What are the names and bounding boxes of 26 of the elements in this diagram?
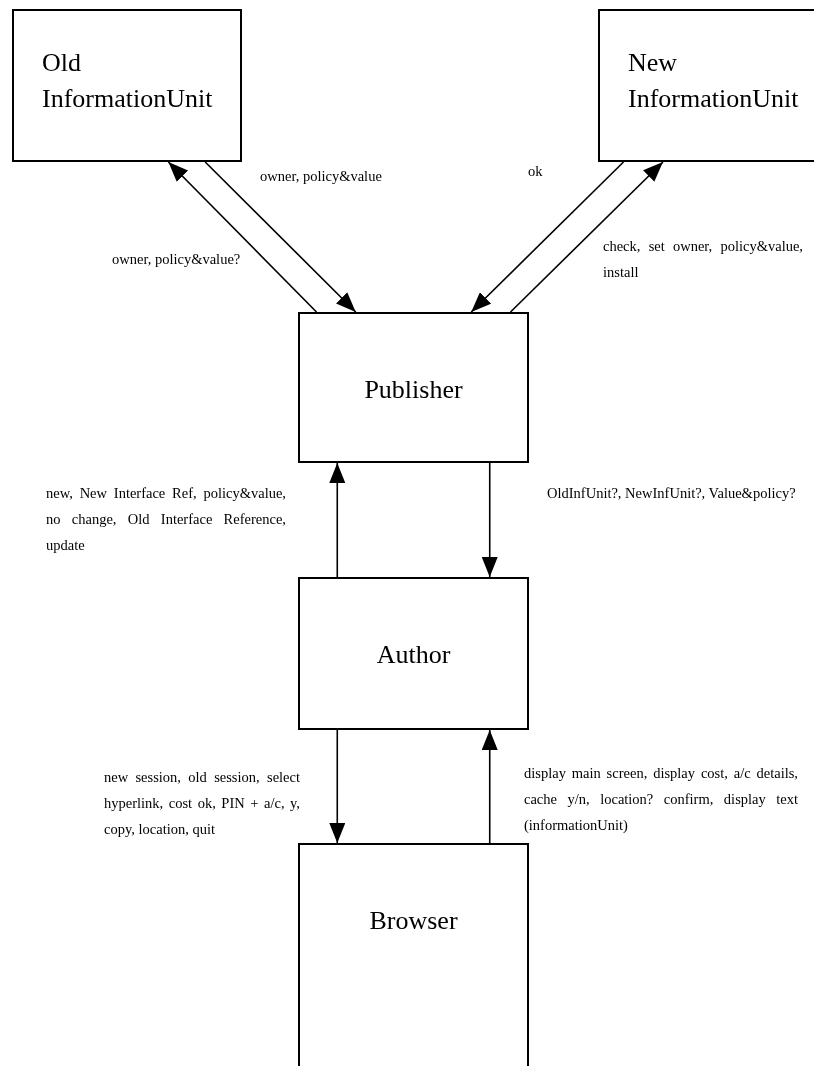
process-box	[298, 577, 529, 730]
edge-label: new session, old session, select hyperlink, cost ok, PIN + a/c, y, copy, location, quit	[104, 768, 300, 839]
arrow	[470, 161, 625, 313]
box-label: Publisher	[364, 374, 463, 406]
edge-label: ok	[528, 162, 544, 181]
box-label: New InformationUnit	[628, 47, 800, 115]
arrow	[329, 462, 346, 578]
box-label: Browser	[369, 905, 458, 937]
box-label: Author	[376, 639, 451, 671]
edge-label: check, set owner, policy&value, install	[603, 237, 803, 282]
arrow	[481, 462, 498, 578]
edge-label: owner, policy&value	[260, 167, 383, 186]
process-box	[12, 9, 242, 162]
edge-label: display main screen, display cost, a/c details, cache y/n, location? confirm, display text (informationUnit)	[524, 764, 798, 835]
process-box	[298, 843, 529, 1066]
process-box	[298, 312, 529, 463]
edge-label: owner, policy&value?	[112, 250, 242, 269]
edge-label: OldInfUnit?, NewInfUnit?, Value&policy?	[547, 484, 797, 503]
process-box	[598, 9, 814, 162]
arrow	[204, 161, 357, 313]
arrow	[481, 729, 498, 844]
box-label: Old InformationUnit	[42, 47, 212, 115]
arrow	[509, 161, 664, 313]
edge-label: new, New Interface Ref, policy&value, no change, Old Interface Reference, update	[46, 484, 286, 555]
arrow	[167, 161, 318, 313]
arrow	[329, 729, 346, 844]
